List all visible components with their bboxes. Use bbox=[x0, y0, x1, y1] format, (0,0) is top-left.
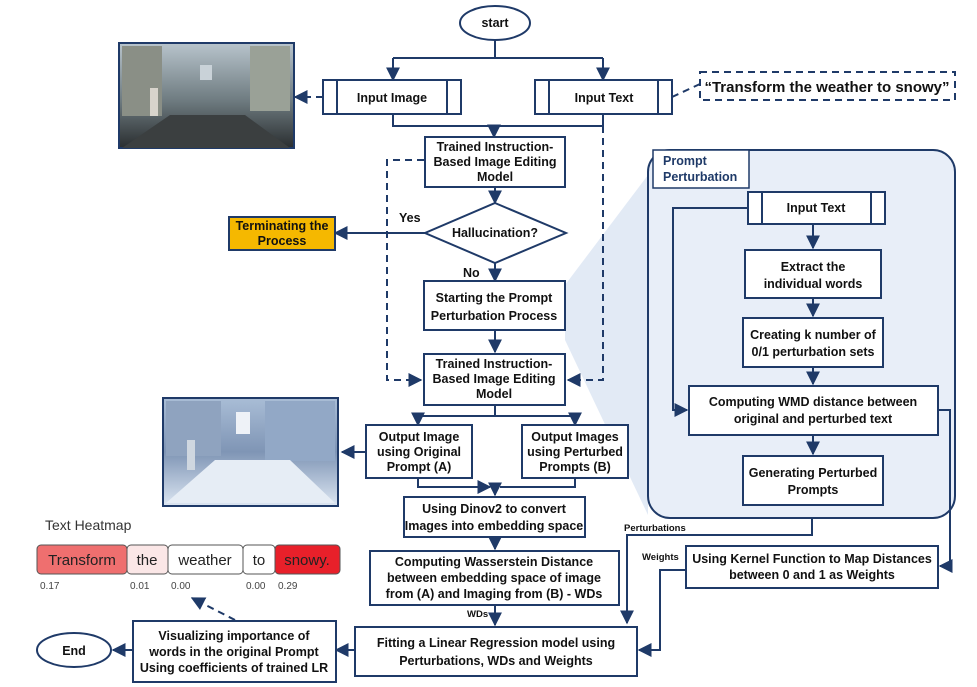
model-node-1: Trained Instruction- Based Image Editing… bbox=[424, 136, 566, 188]
svg-text:Images into embedding space: Images into embedding space bbox=[405, 519, 584, 533]
svg-text:Visualizing importance of: Visualizing importance of bbox=[158, 629, 310, 643]
terminate-node: Terminating the Process bbox=[228, 216, 336, 251]
svg-text:using Perturbed: using Perturbed bbox=[527, 445, 623, 459]
input-street-photo bbox=[118, 42, 295, 149]
svg-text:Input Image: Input Image bbox=[357, 91, 427, 105]
wds-label: WDs bbox=[467, 609, 488, 620]
no-label: No bbox=[463, 266, 480, 280]
output-b-node: Output Images using Perturbed Prompts (B… bbox=[521, 424, 629, 479]
svg-text:individual words: individual words bbox=[764, 277, 863, 291]
heatmap-word-1: the bbox=[137, 552, 158, 569]
svg-text:Model: Model bbox=[477, 170, 513, 184]
svg-text:Prompts: Prompts bbox=[788, 483, 839, 497]
svg-text:Using Dinov2 to convert: Using Dinov2 to convert bbox=[422, 502, 567, 516]
svg-text:using Original: using Original bbox=[377, 445, 461, 459]
svg-text:Trained Instruction-: Trained Instruction- bbox=[436, 357, 553, 371]
panel-title-line2: Perturbation bbox=[663, 170, 737, 184]
panel-input-text-node: Input Text bbox=[747, 191, 886, 225]
svg-text:Prompt (A): Prompt (A) bbox=[387, 460, 452, 474]
svg-text:from (A) and Imaging from (B): from (A) and Imaging from (B) - WDs bbox=[386, 587, 603, 601]
kernel-node: Using Kernel Function to Map Distances b… bbox=[685, 545, 939, 589]
panel-title-box bbox=[652, 149, 750, 189]
output-a-node: Output Image using Original Prompt (A) bbox=[365, 424, 473, 479]
svg-text:Perturbation Process: Perturbation Process bbox=[431, 309, 557, 323]
heatmap-value-2: 0.00 bbox=[171, 581, 191, 592]
svg-text:0/1 perturbation sets: 0/1 perturbation sets bbox=[752, 345, 875, 359]
svg-text:Based Image Editing: Based Image Editing bbox=[433, 372, 556, 386]
yes-label: Yes bbox=[399, 211, 421, 225]
svg-text:Computing WMD distance between: Computing WMD distance between bbox=[709, 395, 917, 409]
output-snowy-photo bbox=[162, 397, 339, 507]
svg-text:words in the original Prompt: words in the original Prompt bbox=[148, 645, 319, 659]
svg-text:Generating Perturbed: Generating Perturbed bbox=[749, 466, 878, 480]
svg-text:Creating k number of: Creating k number of bbox=[750, 328, 877, 342]
heatmap-value-4: 0.29 bbox=[278, 581, 298, 592]
svg-text:start: start bbox=[481, 16, 509, 30]
svg-text:Computing Wasserstein Distance: Computing Wasserstein Distance bbox=[395, 555, 593, 569]
linear-regression-node: Fitting a Linear Regression model using … bbox=[354, 626, 638, 677]
panel-creating-node: Creating k number of 0/1 perturbation se… bbox=[742, 317, 884, 368]
svg-text:original and perturbed text: original and perturbed text bbox=[734, 412, 893, 426]
svg-text:Starting the Prompt: Starting the Prompt bbox=[436, 291, 554, 305]
svg-text:Fitting a Linear Regression mo: Fitting a Linear Regression model using bbox=[377, 636, 615, 650]
svg-text:Trained Instruction-: Trained Instruction- bbox=[437, 140, 554, 154]
svg-text:Using coefficients of trained: Using coefficients of trained LR bbox=[140, 661, 328, 675]
svg-text:Prompts (B): Prompts (B) bbox=[539, 460, 611, 474]
svg-text:Perturbations, WDs and Weights: Perturbations, WDs and Weights bbox=[399, 654, 593, 668]
heatmap-word-3: to bbox=[253, 552, 266, 569]
start-node: start bbox=[459, 5, 531, 41]
panel-extract-node: Extract the individual words bbox=[744, 249, 882, 299]
heatmap-word-0: Transform bbox=[48, 552, 116, 569]
svg-text:Extract the: Extract the bbox=[781, 260, 846, 274]
svg-text:End: End bbox=[62, 644, 86, 658]
svg-text:Input Text: Input Text bbox=[787, 201, 847, 215]
dinov2-node: Using Dinov2 to convert Images into embe… bbox=[403, 496, 586, 538]
panel-generating-node: Generating Perturbed Prompts bbox=[742, 455, 884, 506]
svg-text:Terminating the: Terminating the bbox=[236, 219, 329, 233]
svg-text:Process: Process bbox=[258, 234, 307, 248]
svg-text:Output Images: Output Images bbox=[531, 430, 619, 444]
input-image-node: Input Image bbox=[322, 79, 462, 115]
heatmap-word-2: weather bbox=[177, 552, 231, 569]
start-perturbation-node: Starting the Prompt Perturbation Process bbox=[423, 280, 566, 331]
input-text-node: Input Text bbox=[534, 79, 673, 115]
heatmap-value-1: 0.01 bbox=[130, 581, 150, 592]
weights-label: Weights bbox=[642, 552, 679, 563]
svg-text:between embedding space of ima: between embedding space of image bbox=[387, 571, 601, 585]
perturbations-label: Perturbations bbox=[624, 523, 686, 534]
svg-text:Output Image: Output Image bbox=[379, 430, 460, 444]
svg-text:“Transform the weather to snow: “Transform the weather to snowy” bbox=[704, 79, 949, 96]
svg-text:Input Text: Input Text bbox=[575, 91, 635, 105]
svg-text:Based Image Editing: Based Image Editing bbox=[434, 155, 557, 169]
heatmap-value-3: 0.00 bbox=[246, 581, 266, 592]
text-heatmap: Text Heatmap Transform the weather to sn… bbox=[36, 517, 341, 592]
svg-text:Hallucination?: Hallucination? bbox=[452, 226, 538, 240]
svg-text:Using Kernel Function to Map D: Using Kernel Function to Map Distances bbox=[692, 552, 932, 566]
heatmap-cell-4 bbox=[274, 544, 341, 575]
panel-wmd-node: Computing WMD distance between original … bbox=[688, 385, 939, 436]
heatmap-word-4: snowy. bbox=[284, 552, 330, 569]
heatmap-title: Text Heatmap bbox=[45, 517, 132, 533]
svg-text:between 0 and 1 as Weights: between 0 and 1 as Weights bbox=[729, 568, 895, 582]
wasserstein-node: Computing Wasserstein Distance between e… bbox=[369, 550, 620, 606]
visualize-node: Visualizing importance of words in the o… bbox=[132, 620, 337, 683]
hallucination-decision: Hallucination? bbox=[422, 201, 569, 265]
panel-title-line1: Prompt bbox=[663, 154, 708, 168]
end-node: End bbox=[36, 632, 112, 668]
prompt-quote-box: “Transform the weather to snowy” bbox=[699, 71, 956, 101]
svg-text:Model: Model bbox=[476, 387, 512, 401]
heatmap-value-0: 0.17 bbox=[40, 581, 60, 592]
model-node-2: Trained Instruction- Based Image Editing… bbox=[423, 353, 566, 406]
